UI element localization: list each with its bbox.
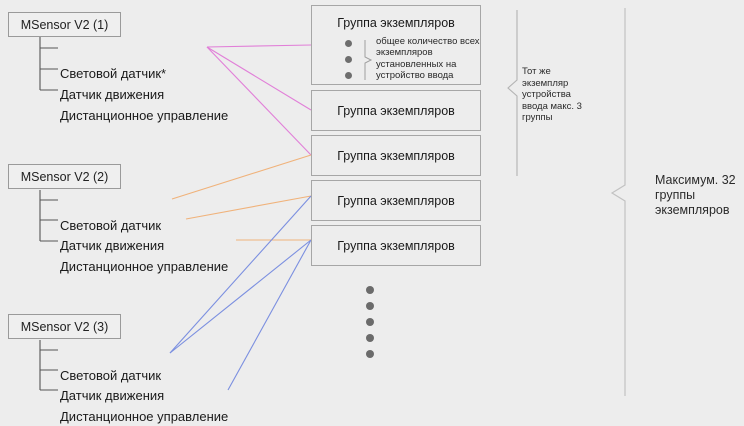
device-1-child-motion-sensor[interactable]: Датчик движения [60,84,164,104]
ellipsis-dot-icon [366,286,374,294]
device-group-1-title: MSensor V2 (1) [20,17,109,32]
instance-group-box-2-label: Группа экземпляров [337,104,455,118]
tree-lines-device-1 [39,36,58,91]
link-device1-box2 [206,46,312,111]
instance-group-box-4[interactable]: Группа экземпляров [311,180,481,221]
tree-lines-device-2 [39,190,58,242]
instance-group-note-text: общее количество всех экземпляров устано… [376,36,480,82]
device-3-child-label-1: Световой датчик [60,367,162,383]
ellipsis-dot-icon [366,318,374,326]
device-2-child-remote-control[interactable]: Дистанционное управление [60,256,228,276]
link-device1-box3 [206,46,312,156]
device-3-child-label-2: Датчик движения [60,387,165,403]
device-group-3-title-box[interactable]: MSensor V2 (3) [8,314,121,339]
ellipsis-dot-icon [366,350,374,358]
link-device1-box1 [206,44,312,48]
ellipsis-dot-icon [366,302,374,310]
device-3-child-remote-control[interactable]: Дистанционное управление [60,406,228,426]
bullet-icon [345,40,352,47]
annotation-same-device-max: Тот же экземпляр устройства ввода макс. … [522,66,582,123]
device-3-child-light-sensor[interactable]: Световой датчик [60,365,161,385]
instance-group-box-1-detail: общее количество всех экземпляров устано… [342,36,480,82]
instance-group-box-5-label: Группа экземпляров [337,239,455,253]
link-device2-box3 [171,154,312,200]
device-group-2-title: MSensor V2 (2) [20,169,109,184]
instance-group-box-1-label: Группа экземпляров [337,16,455,30]
device-1-child-label-2: Датчик движения [60,86,165,102]
device-2-child-label-1: Световой датчик [60,217,162,233]
device-group-1-title-box[interactable]: MSensor V2 (1) [8,12,121,37]
bullet-icon [345,56,352,63]
device-3-child-motion-sensor[interactable]: Датчик движения [60,385,164,405]
ellipsis-dot-icon [366,334,374,342]
device-1-child-light-sensor[interactable]: Световой датчик* [60,63,166,83]
device-2-child-motion-sensor[interactable]: Датчик движения [60,235,164,255]
link-group-device-1 [206,44,312,156]
device-group-2-title-box[interactable]: MSensor V2 (2) [8,164,121,189]
tree-lines-device-3 [39,340,58,391]
instance-group-box-3[interactable]: Группа экземпляров [311,135,481,176]
instance-group-box-5[interactable]: Группа экземпляров [311,225,481,266]
instance-group-bullets [342,38,360,82]
instance-group-box-1[interactable]: Группа экземпляров общее количество всех… [311,5,481,85]
link-group-device-3 [169,195,312,391]
device-3-child-label-3: Дистанционное управление [60,408,229,424]
device-1-child-label-3: Дистанционное управление [60,107,229,123]
instance-group-box-3-label: Группа экземпляров [337,149,455,163]
brace-same-device [507,10,518,176]
bullet-icon [345,72,352,79]
device-group-3-title: MSensor V2 (3) [20,319,109,334]
diagram-canvas: MSensor V2 (1) Световой датчик* Датчик д… [8,5,736,424]
brace-max-groups [610,8,626,396]
instance-group-box-2[interactable]: Группа экземпляров [311,90,481,131]
link-device3-box5b [227,239,312,391]
annotation-max-groups: Максимум. 32 группы экземпляров [655,173,736,217]
device-2-child-light-sensor[interactable]: Световой датчик [60,215,161,235]
device-2-child-label-3: Дистанционное управление [60,258,229,274]
link-device2-box4 [185,195,312,220]
device-2-child-label-2: Датчик движения [60,237,165,253]
device-1-child-label-1: Световой датчик* [60,65,167,81]
device-1-child-remote-control[interactable]: Дистанционное управление [60,105,228,125]
instance-group-note-brace [364,40,373,80]
link-group-device-2 [171,154,312,241]
instance-group-box-4-label: Группа экземпляров [337,194,455,208]
